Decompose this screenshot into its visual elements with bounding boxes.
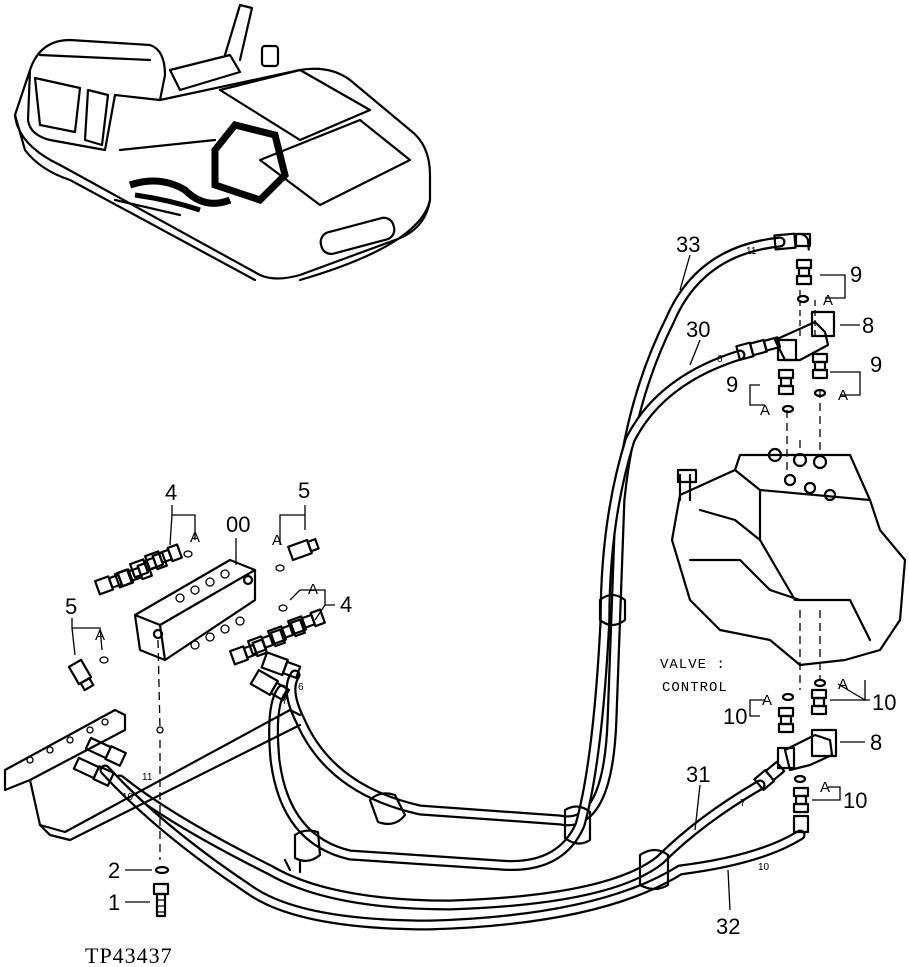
callout-10-bottom: 10 xyxy=(843,788,867,813)
ref-a-9: A xyxy=(762,692,772,709)
callout-9-left: 9 xyxy=(726,372,738,397)
callout-labels: 1 2 4 4 5 5 00 8 8 9 9 9 10 10 10 30 31 … xyxy=(65,232,896,939)
callout-9-right: 9 xyxy=(870,352,882,377)
mark-10-left: 10 xyxy=(122,792,134,803)
ref-a-10: A xyxy=(820,779,830,796)
mark-7-right: 7 xyxy=(740,798,746,809)
mark-7-left: 7 xyxy=(282,696,288,707)
elbow-fitting-upper xyxy=(773,310,836,362)
elbow-fitting-lower xyxy=(776,728,838,772)
callout-30: 30 xyxy=(686,317,710,342)
callout-31: 31 xyxy=(686,762,710,787)
ref-a-3: A xyxy=(308,581,318,598)
ref-a-4: A xyxy=(95,627,105,644)
elbow-5-left xyxy=(67,658,95,692)
hose-end-marks: 11 6 7 10 6 7 11 10 xyxy=(122,246,770,873)
mark-6-left: 6 xyxy=(298,682,304,693)
fittings-group-upper xyxy=(93,543,183,596)
ref-a-7: A xyxy=(760,402,770,419)
mark-6-right: 6 xyxy=(717,354,723,365)
ref-a-5: A xyxy=(823,292,833,309)
callout-10-left: 10 xyxy=(723,704,747,729)
callout-10-right: 10 xyxy=(872,690,896,715)
figure-code: TP43437 xyxy=(85,943,173,967)
control-valve xyxy=(670,290,907,690)
mounting-bracket xyxy=(3,708,302,860)
excavator-overview xyxy=(13,3,432,282)
callout-9-top: 9 xyxy=(850,262,862,287)
callout-8-upper: 8 xyxy=(862,313,874,338)
mark-11-upper: 11 xyxy=(746,246,757,257)
hose-assembly xyxy=(99,236,806,931)
o-rings-left xyxy=(99,550,288,664)
reference-letters: A A A A A A A A A A xyxy=(95,292,848,796)
ref-a-8: A xyxy=(838,676,848,693)
pilot-manifold xyxy=(133,558,257,731)
fittings-group-lower xyxy=(228,608,326,666)
callout-8-lower: 8 xyxy=(870,730,882,755)
washer xyxy=(154,865,170,875)
elbow-5-right xyxy=(287,538,320,562)
callout-00: 00 xyxy=(226,512,250,537)
ref-a-2: A xyxy=(272,532,282,549)
leader-lines xyxy=(71,254,870,911)
callout-5-upper: 5 xyxy=(298,478,310,503)
valve-label-line2: CONTROL xyxy=(662,680,728,696)
ref-a-1: A xyxy=(190,529,200,546)
mark-10-right: 10 xyxy=(758,862,770,873)
callout-33: 33 xyxy=(676,232,700,257)
ref-a-6: A xyxy=(838,387,848,404)
callout-2: 2 xyxy=(108,858,120,883)
mark-11-left: 11 xyxy=(142,772,153,783)
valve-label-line1: VALVE : xyxy=(660,657,726,673)
callout-5-lower: 5 xyxy=(65,594,77,619)
callout-4-lower: 4 xyxy=(340,592,352,617)
callout-32: 32 xyxy=(716,914,740,939)
callout-4-upper: 4 xyxy=(165,480,177,505)
bolt xyxy=(152,882,170,918)
adapter-fittings-right xyxy=(777,258,829,814)
callout-1: 1 xyxy=(108,890,120,915)
